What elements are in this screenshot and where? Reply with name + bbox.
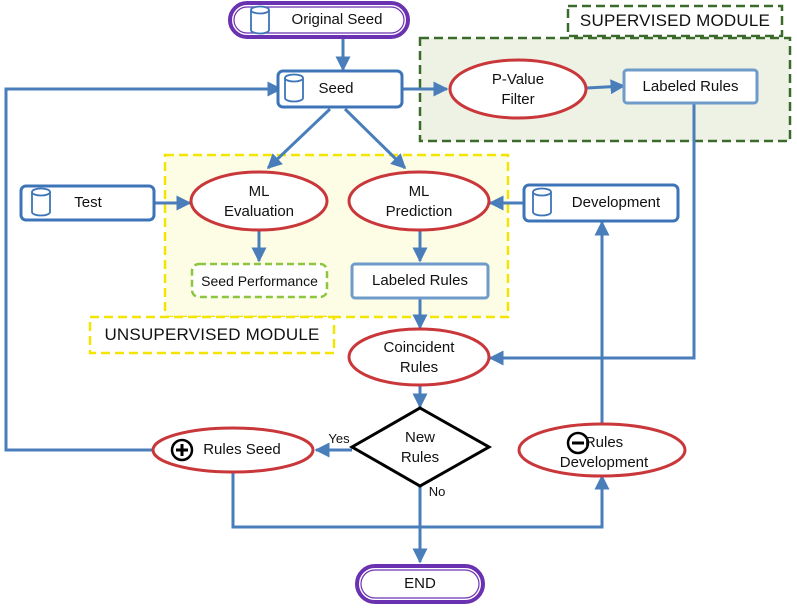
edge-rules-seed-feedback-to-seed (4, 81, 283, 452)
unsupervised-module-title: UNSUPERVISED MODULE (104, 325, 320, 344)
test-box (19, 184, 156, 222)
labeled-rules-supervised-box (622, 68, 759, 105)
p-value-filter-label: P-Value Filter (491, 71, 545, 108)
ml-prediction-label: ML Prediction (385, 183, 453, 220)
database-icon (532, 187, 552, 217)
test-label: Test (74, 194, 102, 211)
development-box (522, 183, 680, 223)
labeled-rules-unsupervised-box (350, 262, 490, 300)
seed-label: Seed (318, 80, 354, 97)
end-terminal (355, 564, 485, 604)
database-icon (284, 73, 304, 103)
rules-development-ellipse (517, 422, 687, 478)
edge-seed-to-ml-evaluation (266, 107, 332, 170)
ml-evaluation-ellipse (189, 170, 329, 232)
edge-merge-to-rules-development (420, 474, 610, 529)
new-rules-diamond (348, 406, 493, 488)
new-rules-label: New Rules (400, 429, 440, 466)
original-seed-label: Original Seed (291, 11, 383, 28)
edge-label-no: No (428, 484, 446, 499)
edge-seed-to-ml-prediction (343, 107, 407, 170)
ml-evaluation-label: ML Evaluation (223, 183, 295, 220)
coincident-rules-label: Coincident Rules (383, 339, 455, 376)
supervised-module-title: SUPERVISED MODULE (579, 11, 771, 30)
seed-performance-box (190, 262, 329, 299)
labeled-rules-supervised-label: Labeled Rules (642, 77, 739, 95)
database-icon (250, 5, 270, 35)
rules-development-label: Rules Development (559, 434, 649, 471)
seed-box (276, 69, 404, 109)
database-icon (31, 187, 51, 217)
rules-seed-ellipse (151, 426, 315, 474)
ml-prediction-ellipse (347, 170, 491, 232)
rules-seed-label: Rules Seed (203, 441, 281, 458)
plus-circle-icon (170, 438, 194, 462)
p-value-filter-ellipse (448, 58, 588, 120)
edge-pvalue-to-labeled-rules (586, 79, 626, 95)
labeled-rules-unsupervised-label: Labeled Rules (372, 272, 468, 289)
minus-circle-icon (566, 431, 590, 455)
seed-performance-label: Seed Performance (201, 272, 318, 289)
edge-supervised-labeled-rules-to-coincident (488, 104, 696, 366)
edge-rules-seed-to-merge (231, 472, 420, 529)
supervised-module-title-box (566, 4, 784, 38)
original-seed-terminal (228, 1, 410, 39)
end-label: END (404, 575, 436, 592)
coincident-rules-ellipse (347, 327, 491, 387)
development-label: Development (571, 194, 661, 211)
unsupervised-module-title-box (88, 315, 336, 355)
edge-label-yes: Yes (328, 431, 350, 446)
